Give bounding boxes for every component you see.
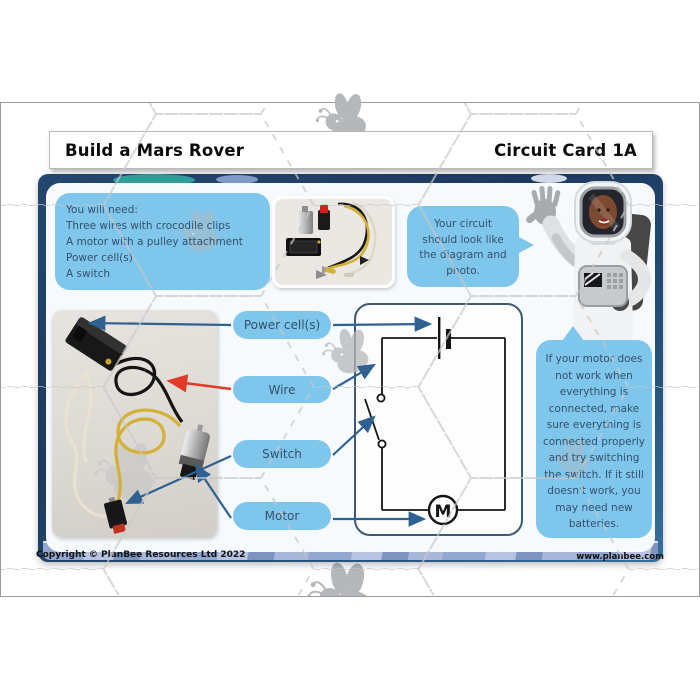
materials-item: A switch xyxy=(66,268,111,280)
motor-symbol-letter: M xyxy=(435,502,452,522)
label-switch: Switch xyxy=(233,440,331,468)
activity-card: You will need: Three wires with crocodil… xyxy=(38,174,663,562)
page-title: Build a Mars Rover xyxy=(65,140,245,160)
info-box-tail xyxy=(562,326,584,341)
speech-bubble: Your circuit should look like the diagra… xyxy=(407,206,534,287)
materials-item: Power cell(s) xyxy=(66,252,133,264)
materials-item: Three wires with crocodile clips xyxy=(66,220,231,232)
switch-terminal-top xyxy=(376,393,386,403)
materials-box: You will need: Three wires with crocodil… xyxy=(55,193,270,290)
materials-title: You will need: xyxy=(66,204,138,216)
switch-terminal-bottom xyxy=(377,439,387,449)
bee-icon xyxy=(92,439,158,505)
switch-lever xyxy=(364,398,380,441)
astronaut-chest-panel xyxy=(578,265,628,307)
astronaut-illustration xyxy=(526,181,651,350)
materials-item: A motor with a pulley attachment xyxy=(66,236,243,248)
circuit-photo xyxy=(52,310,217,537)
info-box-text: If your motor does not work when everyth… xyxy=(542,353,646,530)
switch-photo xyxy=(104,496,127,534)
website-text: www.planbee.com xyxy=(576,552,664,562)
bee-icon xyxy=(321,326,373,378)
bee-icon xyxy=(305,560,376,596)
header-bar: Build a Mars Rover Circuit Card 1A xyxy=(49,131,653,169)
info-box: If your motor does not work when everyth… xyxy=(536,326,652,538)
label-wire: Wire xyxy=(233,376,331,403)
components-photo xyxy=(272,196,395,288)
battery-holder-component xyxy=(286,238,321,256)
label-power-cells: Power cell(s) xyxy=(233,311,331,339)
card-number-label: Circuit Card 1A xyxy=(494,140,637,160)
circuit-diagram-art: M xyxy=(364,317,506,526)
label-motor: Motor xyxy=(233,502,331,530)
circuit-photo-art xyxy=(64,317,210,534)
copyright-text: Copyright © PlanBee Resources Ltd 2022 xyxy=(36,550,246,560)
battery-symbol xyxy=(438,317,451,359)
black-wire-photo xyxy=(111,356,184,423)
cream-wire-photo xyxy=(64,370,111,518)
components-photo-art xyxy=(275,199,392,285)
motor-photo xyxy=(178,424,210,480)
speech-bubble-text: Your circuit should look like the diagra… xyxy=(419,218,507,277)
